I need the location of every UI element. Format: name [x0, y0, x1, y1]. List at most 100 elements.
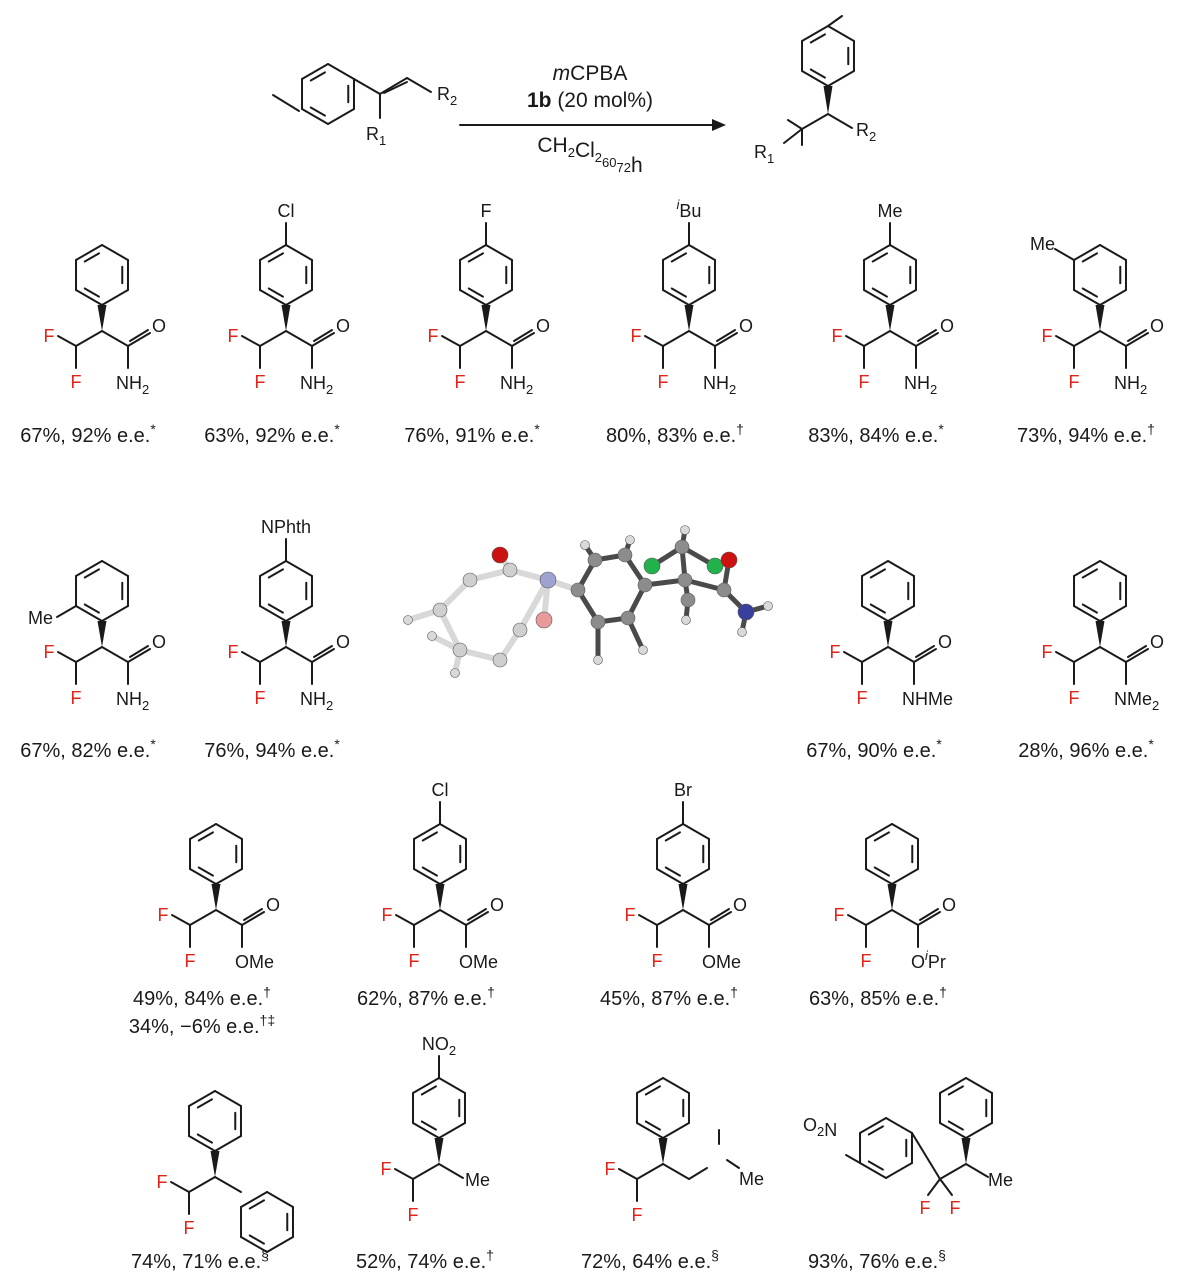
yield-ee-second: 34%, −6% e.e.†‡	[129, 1012, 275, 1038]
3l-carbonyl	[465, 911, 489, 926]
3g-ring-bond	[75, 560, 103, 577]
3o-pyridine-ring-bond	[266, 1236, 294, 1253]
3r-nitroaryl-double	[867, 1125, 884, 1136]
xray-atom-faded_carbon	[502, 562, 518, 578]
xray-atom-carbon	[570, 582, 586, 598]
3q-ring-bond	[662, 1122, 690, 1139]
3m-carbonyl	[710, 908, 730, 921]
3d-ring-bond	[662, 244, 690, 261]
3h-stereo-wedge	[281, 621, 291, 647]
3m-ring-bond	[682, 868, 710, 885]
3a-bond	[101, 330, 129, 347]
3o-ring-bond	[214, 1090, 242, 1107]
substituent-label: Br	[674, 780, 692, 800]
reactant-alkene	[382, 81, 408, 94]
3g-bond	[57, 651, 77, 663]
3i-stereo-wedge	[883, 621, 893, 647]
3k-stereo-wedge	[211, 884, 221, 910]
3i-ring-bond	[887, 560, 915, 577]
3k-bond	[189, 909, 217, 926]
substituent-label: Me	[877, 201, 902, 221]
3f-stereo-wedge	[1095, 305, 1105, 331]
xray-atom-faded_carbon	[462, 572, 478, 588]
3f-ring-bond	[1099, 289, 1127, 306]
methyl-label: Me	[988, 1170, 1013, 1190]
3o-pyridine-ring-double	[248, 1234, 265, 1245]
3j-ring-bond	[1099, 560, 1127, 577]
3c-bond	[441, 335, 461, 347]
3a-ring-bond	[101, 244, 129, 261]
3r-bond	[910, 1132, 941, 1180]
3o-ring-bond	[188, 1090, 216, 1107]
oxidant-label: mCPBA	[553, 62, 628, 85]
xray-atom-faded_carbon	[492, 652, 508, 668]
3a-ring-bond	[101, 289, 129, 306]
3g-bond	[75, 646, 103, 663]
amine-label: NH2	[300, 373, 333, 397]
3c-ring-double	[467, 287, 484, 298]
reactant-ring-double	[309, 106, 326, 117]
alkoxy-label: OMe	[702, 952, 741, 972]
3j-carbonyl	[1127, 645, 1147, 658]
xray-atom-faded_oxygen	[535, 611, 553, 629]
3p-ring-bond	[438, 1077, 466, 1094]
3c-stereo-wedge	[481, 305, 491, 331]
3b-ring-bond	[259, 244, 287, 261]
3r-cf-bond	[927, 1178, 941, 1196]
fluorine-label: F	[631, 326, 642, 346]
3e-ring-bond	[889, 289, 917, 306]
3i-carbonyl	[913, 648, 937, 663]
3r-phenyl-ring-double	[947, 1085, 964, 1096]
product-ring-double	[809, 68, 826, 79]
3r-phenyl-ring-double	[947, 1120, 964, 1131]
fluorine-label: F	[228, 642, 239, 662]
xray-atom-fluorine	[706, 557, 724, 575]
xray-atom-carbon	[674, 539, 690, 555]
3c-ring-bond	[459, 244, 487, 261]
xray-atom-oxygen	[720, 551, 738, 569]
3q-methyl-bond	[726, 1159, 740, 1169]
reactant-x-bond	[272, 94, 301, 112]
solvent-time-label: CH2Cl26072h	[537, 134, 642, 177]
fluorine-label: F	[859, 372, 870, 392]
3i-ring-double	[869, 568, 886, 579]
reactant-ring-bond	[301, 108, 329, 125]
xray-atom-hydrogen	[580, 540, 590, 550]
3o-stereo-wedge	[210, 1151, 220, 1177]
3a-carbonyl	[129, 329, 149, 342]
3h-ring-bond	[259, 605, 287, 622]
3d-ring-double	[670, 287, 687, 298]
oxygen-label: O	[739, 316, 753, 336]
3n-ring-double	[873, 831, 890, 842]
3r-stereo-wedge	[961, 1138, 971, 1164]
3l-bond	[413, 909, 441, 926]
3r-nitroaryl-ring	[859, 1162, 887, 1179]
3i-bond	[861, 646, 889, 663]
3k-ring-bond	[215, 868, 243, 885]
yield-ee: 62%, 87% e.e.†	[357, 984, 495, 1010]
xray-atom-hydrogen	[638, 645, 648, 655]
3m-ring-double	[664, 831, 681, 842]
3b-ring-double	[267, 287, 284, 298]
3d-ring-bond	[662, 289, 690, 306]
yield-ee: 28%, 96% e.e.*	[1018, 736, 1154, 762]
3l-ring-bond	[439, 868, 467, 885]
3b-ring-bond	[285, 244, 313, 261]
fluorine-label: F	[658, 372, 669, 392]
3f-ring-bond	[1073, 289, 1101, 306]
3q-bond	[636, 1163, 664, 1180]
3k-carbonyl	[243, 908, 263, 921]
3m-bond	[682, 909, 710, 926]
yield-ee: 45%, 87% e.e.†	[600, 984, 738, 1010]
xray-atom-hydrogen	[450, 668, 460, 678]
xray-atom-hydrogen	[593, 655, 603, 665]
xray-atom-carbon	[620, 610, 636, 626]
xray-atom-carbon	[590, 614, 606, 630]
xray-atom-carbon	[617, 547, 633, 563]
3a-stereo-wedge	[97, 305, 107, 331]
product-ring-bond	[827, 25, 855, 42]
3r-nitroaryl-ring	[859, 1117, 887, 1134]
3e-ring-double	[871, 287, 888, 298]
3q-stereo-wedge	[658, 1138, 668, 1164]
3l-bond	[439, 909, 467, 926]
